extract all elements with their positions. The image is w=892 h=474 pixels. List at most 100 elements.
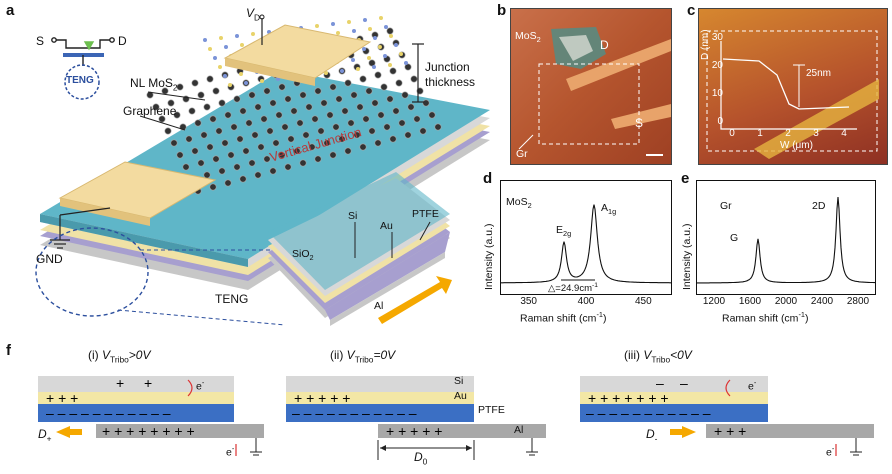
tick-label: 450	[634, 296, 652, 307]
f-ii-al: Al	[514, 424, 524, 436]
c-xticks: 0 1 2 3 4	[718, 128, 858, 140]
f-iii-diagram: –– + + + + + + + – – – – – – – – – – – +…	[580, 375, 874, 456]
svg-text:– – – – – – – – – – –: – – – – – – – – – – –	[292, 405, 417, 421]
transistor-symbol	[51, 37, 115, 66]
tick-label: 0	[717, 116, 723, 127]
f-i-index: (i)	[88, 348, 102, 362]
afm-image	[698, 8, 888, 165]
mos2-spectrum-line	[500, 204, 672, 284]
layer-inset	[268, 172, 452, 326]
c-xlabel: W (μm)	[780, 140, 813, 151]
source-label: S	[36, 34, 45, 48]
b-s-label: S	[635, 116, 644, 130]
si-label: Si	[348, 210, 358, 222]
e2g-label: E	[556, 224, 564, 236]
f-i-condition: >0V	[128, 348, 151, 362]
svg-text:+ + + + + + +: + + + + + + +	[588, 390, 669, 406]
au-label: Au	[380, 220, 393, 232]
gnd-electrode	[58, 161, 217, 219]
graphene-label: Graphene	[123, 104, 177, 118]
tick-label: 1200	[702, 296, 726, 307]
optical-image	[510, 8, 672, 165]
tick-label: 20	[711, 60, 723, 71]
tick-label: 350	[520, 296, 537, 307]
svg-text:+ + + + +: + + + + +	[294, 390, 350, 406]
tick-label: 2	[785, 128, 791, 139]
f-i-electron: e	[196, 380, 202, 393]
f-iii-d-label: D	[646, 427, 655, 441]
tick-label: 4	[841, 128, 847, 139]
panel-label-a: a	[6, 2, 15, 19]
motion-arrow	[378, 276, 452, 324]
tick-label: 3	[813, 128, 819, 139]
svg-text:– – – – – – – – – – –: – – – – – – – – – – –	[586, 405, 711, 421]
e-gr-label: Gr	[720, 200, 732, 212]
svg-text:–: –	[680, 375, 688, 391]
junction-label-2: thickness	[425, 75, 476, 89]
c-step-label: 25nm	[806, 68, 832, 79]
drain-label: D	[118, 34, 127, 48]
e-xlabel: Raman shift (cm	[722, 312, 799, 325]
svg-text:–: –	[656, 375, 664, 391]
a1g-label: A	[601, 202, 609, 214]
tick-label: 0	[729, 128, 735, 139]
g-peak-label: G	[730, 232, 739, 244]
raman-mos2-plot	[500, 180, 672, 295]
svg-text:+ + +: + + +	[714, 423, 746, 439]
graphene-spectrum-line	[696, 196, 876, 284]
delta-label: △=24.9cm	[548, 283, 593, 295]
f-ii-condition: =0V	[373, 348, 396, 362]
f-i-diagram: + + + + + – – – – – – – – – – – + + + + +…	[38, 375, 264, 456]
tick-label: 30	[711, 32, 723, 43]
al-label: Al	[374, 300, 384, 312]
ptfe-label: PTFE	[412, 208, 439, 220]
f-ii-ptfe: PTFE	[478, 404, 505, 416]
teng-label: TENG	[215, 292, 249, 306]
f-ii-au: Au	[454, 390, 467, 402]
panel-label-e: e	[681, 170, 690, 187]
svg-text:+ + + + +: + + + + +	[386, 423, 442, 439]
svg-text:+: +	[144, 375, 152, 391]
svg-text:+ + + + + + + +: + + + + + + + +	[102, 423, 195, 439]
f-iii-electron: e	[748, 380, 754, 393]
tick-label: 2000	[774, 296, 798, 307]
svg-text:+ + +: + + +	[46, 390, 78, 406]
f-i-d-label: D	[38, 427, 47, 441]
svg-text:+: +	[116, 375, 124, 391]
b-gr-label: Gr	[516, 148, 528, 160]
f-ii-si: Si	[454, 375, 464, 387]
f-ii-d-label: D	[414, 450, 423, 464]
f-ii-diagram: + + + + + – – – – – – – – – – – + + + + …	[286, 376, 546, 460]
teng-circle	[64, 64, 100, 100]
tick-label: 1600	[738, 296, 762, 307]
d-ylabel: Intensity (a.u.)	[483, 223, 495, 290]
f-ii-index: (ii)	[330, 348, 347, 362]
svg-text:– – – – – – – – – – –: – – – – – – – – – – –	[46, 405, 171, 421]
nl-mos2-label: NL MoS	[130, 76, 173, 90]
e-ylabel: Intensity (a.u.)	[681, 223, 693, 290]
mos2-atoms	[146, 16, 442, 195]
2d-peak-label: 2D	[812, 200, 826, 212]
tick-label: 1	[757, 128, 763, 139]
tick-label: 2400	[810, 296, 834, 307]
tick-label: 10	[711, 88, 723, 99]
teng-circle-label: TENG	[66, 75, 94, 86]
panel-label-b: b	[497, 2, 507, 19]
junction-label-1: Junction	[425, 60, 470, 74]
raman-graphene-plot	[696, 180, 876, 295]
b-d-label: D	[600, 38, 609, 52]
panel-label-f: f	[6, 342, 11, 359]
d-mos2-label: MoS	[506, 196, 528, 208]
b-mos2-label: MoS	[515, 30, 537, 42]
f-iii-condition: <0V	[670, 348, 692, 362]
sio2-label: SiO	[292, 248, 310, 260]
c-ylabel: D (nm)	[700, 29, 711, 60]
f-iii-index: (iii)	[624, 348, 644, 362]
panel-label-c: c	[687, 2, 696, 19]
vd-label: V	[246, 6, 255, 20]
device-schematic	[35, 14, 490, 326]
ground-symbol	[50, 207, 111, 249]
zoom-ellipse	[35, 227, 149, 317]
